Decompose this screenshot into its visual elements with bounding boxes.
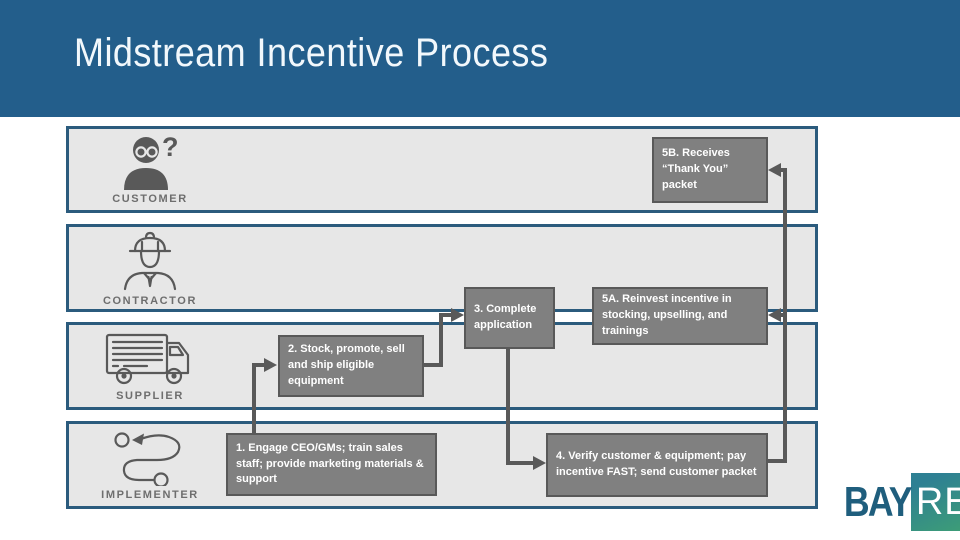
step-box-5A: 5A. Reinvest incentive in stocking, upse… bbox=[592, 287, 768, 345]
arrowhead-into-step5A bbox=[768, 308, 781, 322]
bayren-logo: BAY REN bbox=[832, 473, 960, 531]
lane-label-contractor: CONTRACTOR bbox=[102, 294, 197, 307]
connector-4-5 bbox=[768, 459, 787, 463]
delivery-truck-icon bbox=[105, 333, 190, 384]
step-box-2: 2. Stock, promote, sell and ship eligibl… bbox=[278, 335, 424, 397]
connector-3-4 bbox=[506, 348, 510, 465]
arrowhead-into-step5B bbox=[768, 163, 781, 177]
connector-2-3 bbox=[443, 313, 452, 317]
arrowhead-into-step4 bbox=[533, 456, 546, 470]
connector-4-5A bbox=[781, 313, 787, 317]
logo-ren-text: REN bbox=[910, 473, 960, 531]
arrowhead-into-step3 bbox=[451, 308, 464, 322]
contractor-hardhat-icon bbox=[123, 231, 177, 290]
step-box-3: 3. Complete application bbox=[464, 287, 555, 349]
step-box-1: 1. Engage CEO/GMs; train sales staff; pr… bbox=[226, 433, 437, 496]
logo-bay-text: BAY bbox=[843, 478, 913, 525]
route-path-icon bbox=[114, 431, 181, 486]
connector-2-3 bbox=[424, 363, 443, 367]
connector-4-5B bbox=[781, 168, 787, 172]
step-box-5B: 5B. Receives “Thank You” packet bbox=[652, 137, 768, 203]
connector-1-2 bbox=[252, 365, 256, 433]
slide-header: Midstream Incentive Process bbox=[0, 0, 960, 117]
lane-label-implementer: IMPLEMENTER bbox=[101, 488, 199, 501]
connector-3-4 bbox=[510, 461, 534, 465]
customer-question-icon: ? bbox=[124, 134, 179, 190]
svg-text:?: ? bbox=[162, 134, 179, 162]
arrowhead-into-step2 bbox=[264, 358, 277, 372]
lane-supplier-head: SUPPLIER bbox=[75, 325, 225, 407]
step-box-4: 4. Verify customer & equipment; pay ince… bbox=[546, 433, 768, 497]
lane-implementer-head: IMPLEMENTER bbox=[75, 424, 225, 506]
lane-contractor-head: CONTRACTOR bbox=[75, 227, 225, 309]
connector-1-2 bbox=[252, 363, 265, 367]
page-title: Midstream Incentive Process bbox=[74, 31, 549, 75]
lane-label-supplier: SUPPLIER bbox=[116, 389, 184, 402]
connector-2-3 bbox=[439, 313, 443, 367]
lane-label-customer: CUSTOMER bbox=[112, 193, 188, 205]
lane-customer-head: ? CUSTOMER bbox=[75, 129, 225, 210]
